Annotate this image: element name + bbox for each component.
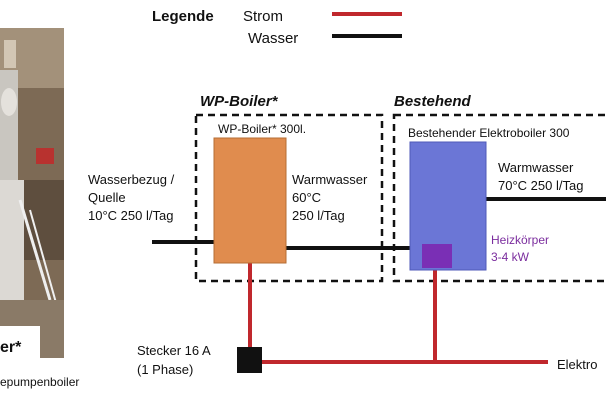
plug-icon [237, 347, 262, 373]
existing-group-title: Bestehend [394, 93, 471, 110]
wp-boiler-tank-label: WP-Boiler* 300l. [218, 122, 307, 136]
existing-hot-water-line-2: 70°C 250 l/Tag [498, 178, 584, 193]
water-supply-line-1: Wasserbezug / [88, 172, 175, 187]
wp-hot-water-line-2: 60°C [292, 190, 322, 205]
existing-tank-label: Bestehender Elektroboiler 300 [408, 126, 570, 140]
wp-boiler-tank [213, 137, 287, 264]
heater-label-1: Heizkörper [491, 233, 550, 247]
heater-element [422, 244, 452, 268]
plug-label-2: (1 Phase) [137, 362, 194, 377]
power-out-label: Elektro [557, 357, 598, 372]
existing-group-box [392, 113, 606, 283]
legend-power-label: Strom [243, 8, 284, 25]
water-supply-line-2: Quelle [88, 190, 126, 205]
existing-hot-water-line-1: Warmwasser [498, 160, 574, 175]
legend-water-label: Wasser [248, 30, 299, 47]
wp-hot-water-line-3: 250 l/Tag [292, 208, 345, 223]
photo-subcaption: epumpenboiler [0, 375, 80, 389]
wp-boiler-group-title: WP-Boiler* [200, 93, 278, 110]
plug-label-1: Stecker 16 A [137, 343, 211, 358]
photo-caption: er* [0, 339, 22, 356]
water-supply-line-3: 10°C 250 l/Tag [88, 208, 174, 223]
heater-label-2: 3-4 kW [491, 250, 530, 264]
boiler-photo [0, 28, 64, 358]
wp-hot-water-line-1: Warmwasser [292, 172, 368, 187]
legend-title: Legende [152, 8, 214, 25]
wp-boiler-group-box [194, 113, 384, 283]
